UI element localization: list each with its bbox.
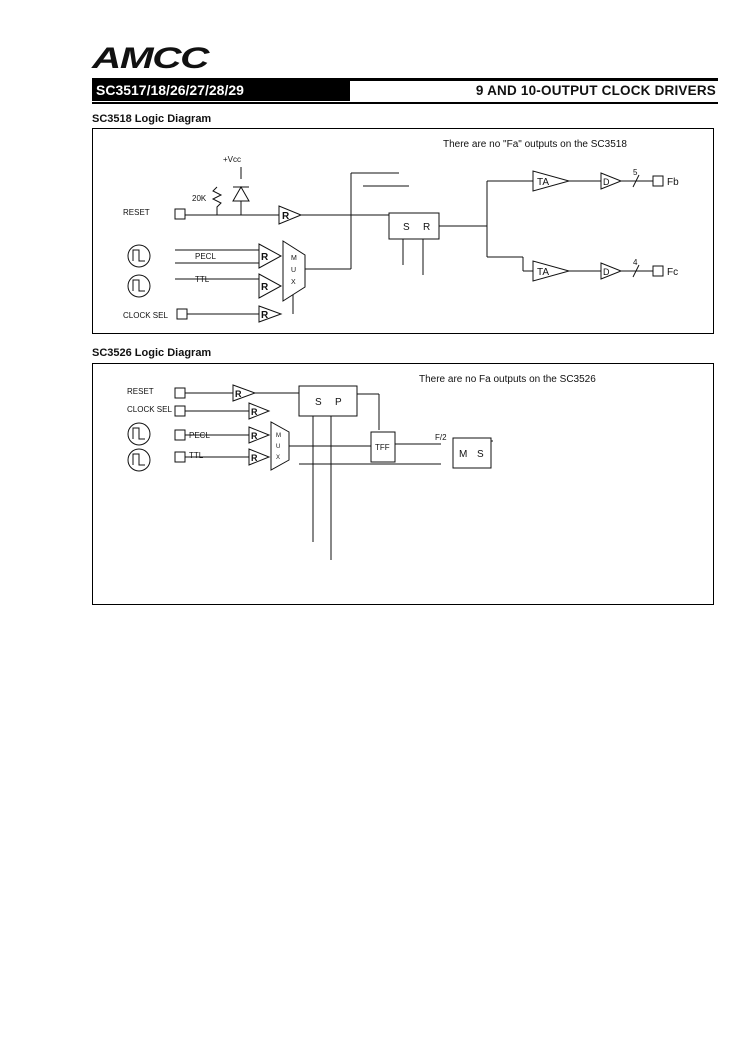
sc3526-mux-m: M [276, 433, 281, 439]
sc3518-pecl-buffer-label: R [261, 252, 269, 263]
sc3526-reset-pin [174, 387, 186, 399]
sc3526-ms-s: S [477, 449, 484, 460]
sc3526-ttl-wave [132, 453, 145, 466]
sc3518-mux [282, 240, 306, 302]
amcc-logo: AMCC [92, 42, 209, 75]
sc3526-clock-sel-label: CLOCK SEL [127, 405, 172, 414]
sc3526-tff-label: TFF [375, 443, 390, 452]
sc3518-sr-latch [388, 212, 440, 240]
sc3518-diode-icon [232, 185, 250, 202]
sc3518-bus-slash-2 [632, 264, 640, 278]
sc3518-ta-label-2: TA [537, 267, 549, 278]
sc3526-ttl-buffer-label: R [251, 453, 258, 463]
sc3526-mux [270, 421, 290, 471]
sc3518-ttl-buffer [258, 273, 283, 299]
sc3526-mux-x: X [276, 455, 280, 461]
sc3518-sr-r: R [423, 222, 430, 233]
sc3518-mux-x: X [291, 279, 296, 286]
sc3526-logic-diagram: There are no Fa outputs on the SC3526 RE… [127, 374, 596, 560]
sc3518-fc-label: Fc [667, 267, 678, 278]
sc3518-clock-sel-buffer [258, 305, 283, 323]
sc3518-d-label-2: D [603, 267, 610, 277]
sc3526-pecl-buffer [248, 426, 271, 444]
sc3526-clock-sel-buffer-label: R [251, 407, 258, 417]
sc3526-ms-latch [452, 437, 492, 469]
sc3518-reset-label: RESET [123, 208, 150, 217]
sc3518-d-buffer-2 [600, 262, 623, 280]
sc3518-ttl-buffer-label: R [261, 282, 269, 293]
sc3518-fc-count: 4 [633, 258, 638, 267]
sc3526-f2-label: F/2 [435, 433, 447, 442]
sc3518-d-label-1: D [603, 177, 610, 187]
sc3518-reset-pin [174, 208, 186, 220]
sc3518-fb-count: 5 [633, 168, 638, 177]
sc3518-clock-sel-label: CLOCK SEL [123, 311, 168, 320]
header-rule [92, 78, 718, 104]
sc3518-d-buffer-1 [600, 172, 623, 190]
sc3526-sp-p: P [335, 397, 342, 408]
sc3526-reset-label: RESET [127, 387, 154, 396]
sc3518-ta-label-1: TA [537, 177, 549, 188]
sc3518-pecl-label: PECL [195, 252, 216, 261]
sc3526-ms-m: M [459, 449, 467, 460]
sc3518-mux-u: U [291, 267, 296, 274]
sc3526-ttl-oscillator-icon [127, 448, 151, 472]
sc3518-clock-sel-pin [176, 308, 188, 320]
sc3526-pecl-wave [132, 427, 145, 440]
sc3526-ttl-label: TTL [189, 451, 204, 460]
sc3526-clock-sel-pin [174, 405, 186, 417]
sc3526-pecl-pin [174, 429, 186, 441]
sc3526-note: There are no Fa outputs on the SC3526 [419, 374, 596, 385]
sc3518-resistor-20k [211, 186, 223, 215]
sc3518-ttl-oscillator-icon [127, 274, 151, 298]
sc3526-sp-s: S [315, 397, 322, 408]
sc3518-bus-slash-1 [632, 174, 640, 188]
sc3518-reset-buffer [278, 205, 303, 225]
sc3518-pecl-buffer [258, 243, 283, 269]
sc3526-reset-buffer [232, 384, 257, 402]
sc3526-tff [370, 431, 396, 463]
sc3518-pecl-oscillator-icon [127, 244, 151, 268]
sc3518-note: There are no "Fa" outputs on the SC3518 [443, 139, 627, 150]
sc3518-resistor-label: 20K [192, 194, 207, 203]
document-title: 9 AND 10-OUTPUT CLOCK DRIVERS [475, 83, 716, 98]
sc3526-pecl-buffer-label: R [251, 431, 258, 441]
sc3518-sr-s: S [403, 222, 410, 233]
sc3518-ta-buffer-1 [532, 170, 571, 192]
sc3526-mux-u: U [276, 444, 280, 450]
sc3518-logic-diagram: There are no "Fa" outputs on the SC3518 … [123, 139, 679, 323]
sc3526-reset-buffer-label: R [235, 389, 242, 399]
sc3518-ttl-wave [132, 279, 145, 292]
sc3526-title: SC3526 Logic Diagram [92, 347, 212, 359]
sc3526-clock-sel-buffer [248, 402, 271, 420]
sc3526-diagram-panel: There are no Fa outputs on the SC3526 RE… [92, 363, 714, 605]
sc3518-ta-buffer-2 [532, 260, 571, 282]
sc3518-pecl-wave [132, 249, 145, 262]
sc3518-fb-pin [652, 175, 664, 187]
sc3518-title: SC3518 Logic Diagram [92, 113, 212, 125]
sc3518-clock-sel-buffer-label: R [261, 310, 269, 321]
part-numbers: SC3517/18/26/27/28/29 [92, 80, 350, 101]
sc3526-sp-latch [298, 385, 358, 417]
sc3526-pecl-oscillator-icon [127, 422, 151, 446]
sc3518-reset-buffer-label: R [282, 211, 290, 222]
sc3518-fb-label: Fb [667, 177, 679, 188]
sc3518-vcc-label: +Vcc [223, 155, 241, 164]
sc3526-ttl-pin [174, 451, 186, 463]
sc3526-ttl-buffer [248, 448, 271, 466]
sc3518-diagram-panel: There are no "Fa" outputs on the SC3518 … [92, 128, 714, 334]
sc3518-fc-pin [652, 265, 664, 277]
sc3518-mux-m: M [291, 255, 297, 262]
